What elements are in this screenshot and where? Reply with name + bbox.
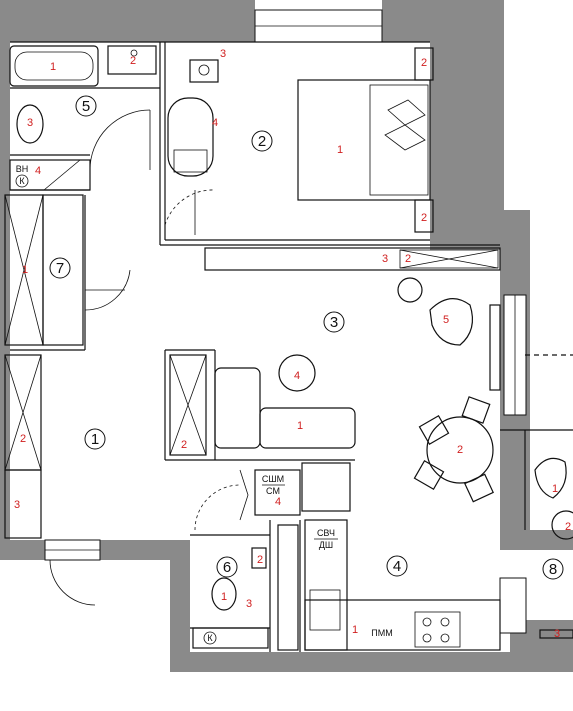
room-number-4: 4 [386,555,408,577]
label-dishwasher: ПММ [371,628,392,638]
svg-text:4: 4 [393,558,401,575]
label-counter-k2: К [207,633,213,643]
bed-armchair [167,97,214,177]
dining-table [426,416,494,484]
fn-loggia-table: 2 [565,521,571,533]
fn-kitchen-washer: 4 [275,496,281,508]
fn-bed-tv: 3 [220,48,226,60]
room-number-8: 8 [542,558,564,580]
radiator [489,304,501,391]
living-furniture [169,247,501,503]
label-dishwasher-washer-bottom: СМ [266,486,280,496]
fn-bath-toilet: 3 [27,117,33,129]
fn-living-sofa: 1 [297,420,303,432]
fn-nightstand-top: 2 [421,57,427,69]
nightstand-top [414,47,434,81]
bed-chair-seat [189,59,219,83]
fn-wc-shelf: 3 [246,598,252,610]
room-number-6: 6 [216,556,238,578]
sofa-chaise [214,367,261,449]
svg-text:3: 3 [330,314,338,331]
room-number-2: 2 [251,130,273,152]
bedroom-furniture [167,47,434,233]
loggia-furniture [534,457,573,639]
water-heater [9,159,91,191]
fn-hall-cabinet: 2 [20,433,26,445]
svg-text:8: 8 [549,561,557,578]
living-tv-unit [204,247,501,271]
fn-loggia-shelf: 3 [554,628,560,640]
fn-wc-toilet: 1 [221,591,227,603]
fn-living-armchair: 5 [443,314,449,326]
label-microwave-bottom: ДШ [319,540,333,550]
fn-bed: 1 [337,144,343,156]
bathroom-furniture [9,45,157,191]
living-armchair [429,298,473,346]
bathtub [9,45,99,87]
label-water-heater: ВН [16,164,29,174]
bed [297,79,431,201]
fn-living-cabinet: 2 [181,439,187,451]
room-number-1: 1 [84,428,106,450]
hall-furniture [4,194,84,539]
coffee-table [278,354,316,392]
loggia-chair [534,457,567,499]
kitchen-tall-unit [277,524,299,651]
fn-living-dining: 2 [457,444,463,456]
fn-living-tv: 3 [382,253,388,265]
fn-bath-sink: 2 [130,55,136,67]
fn-hall-shoe: 3 [14,499,20,511]
bath-sink [107,45,157,75]
label-microwave-top: СВЧ [317,528,335,538]
room-number-5: 5 [75,95,97,117]
nightstand-bottom [414,199,434,233]
room-number-7: 7 [49,257,71,279]
room-number-3: 3 [323,311,345,333]
interior-walls [10,41,573,652]
fn-kitchen-sink: 1 [352,624,358,636]
fn-nightstand-bottom: 2 [421,212,427,224]
living-cabinet [169,354,207,456]
fn-hall-wardrobe: 1 [22,264,28,276]
fn-bed-chair: 4 [212,117,218,129]
kitchen-counter [304,599,501,651]
svg-text:7: 7 [56,260,64,277]
svg-text:1: 1 [91,431,99,448]
appliance-labels: ВН К СШМ СМ СВЧ ДШ ПММ К [16,164,393,643]
living-lamp [397,277,423,303]
hall-shoe [4,469,42,539]
fn-bath-tub: 1 [50,61,56,73]
windows [44,9,527,634]
fn-living-table: 4 [294,370,300,382]
label-counter-k: К [19,176,25,186]
wc-counter [192,627,269,649]
kitchen-furniture [192,462,501,651]
room-numbers: 1 2 3 4 5 6 7 8 [49,95,564,580]
svg-text:5: 5 [82,98,90,115]
fn-bath-boiler: 4 [35,165,41,177]
sofa-main [259,407,356,449]
fn-wc-sink: 2 [257,554,263,566]
label-dishwasher-washer-top: СШМ [262,474,284,484]
bath-toilet [16,104,44,144]
wc-toilet [211,577,237,611]
svg-text:6: 6 [223,559,231,576]
wc-sink [251,547,267,569]
svg-text:2: 2 [258,133,266,150]
fn-living-tv-side: 2 [405,253,411,265]
washer-cabinet [254,469,301,516]
door-swings [49,109,249,606]
loggia-table [551,510,573,540]
furniture-numbers: 1 2 3 4 1 2 2 3 4 1 2 3 1 2 3 2 4 5 2 1 … [14,48,571,640]
fn-loggia-chair: 1 [552,483,558,495]
